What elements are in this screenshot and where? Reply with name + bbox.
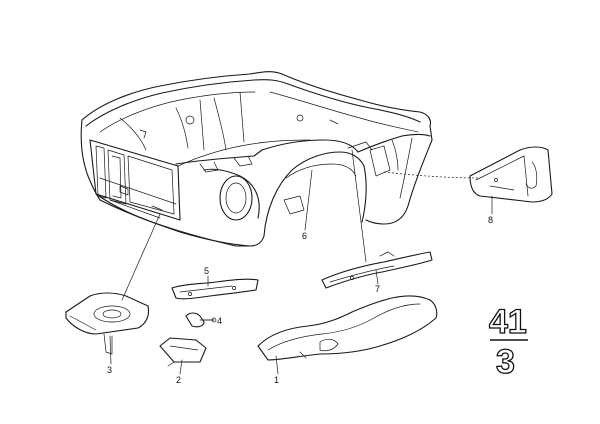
callout-6: 6 bbox=[302, 231, 307, 241]
part-5-bracket bbox=[171, 278, 259, 300]
part-7-strip bbox=[321, 251, 433, 289]
callout-3: 3 bbox=[107, 365, 112, 375]
front-body-assembly bbox=[80, 71, 481, 247]
group-badge-top: 41 bbox=[489, 303, 527, 341]
callout-1: 1 bbox=[274, 375, 279, 385]
callout-2: 2 bbox=[176, 375, 181, 385]
part-3-floor-pan bbox=[65, 292, 150, 355]
part-1-long-member bbox=[257, 295, 438, 361]
part-8-side-member bbox=[469, 146, 553, 203]
group-badge: 41 3 bbox=[488, 302, 528, 382]
group-badge-bottom: 3 bbox=[496, 343, 515, 381]
callout-5: 5 bbox=[204, 266, 209, 276]
leader-lines bbox=[109, 149, 493, 375]
part-2-angle-bracket bbox=[159, 337, 207, 367]
callout-8: 8 bbox=[488, 215, 493, 225]
callout-7: 7 bbox=[375, 284, 380, 294]
callout-4: 4 bbox=[217, 316, 222, 326]
